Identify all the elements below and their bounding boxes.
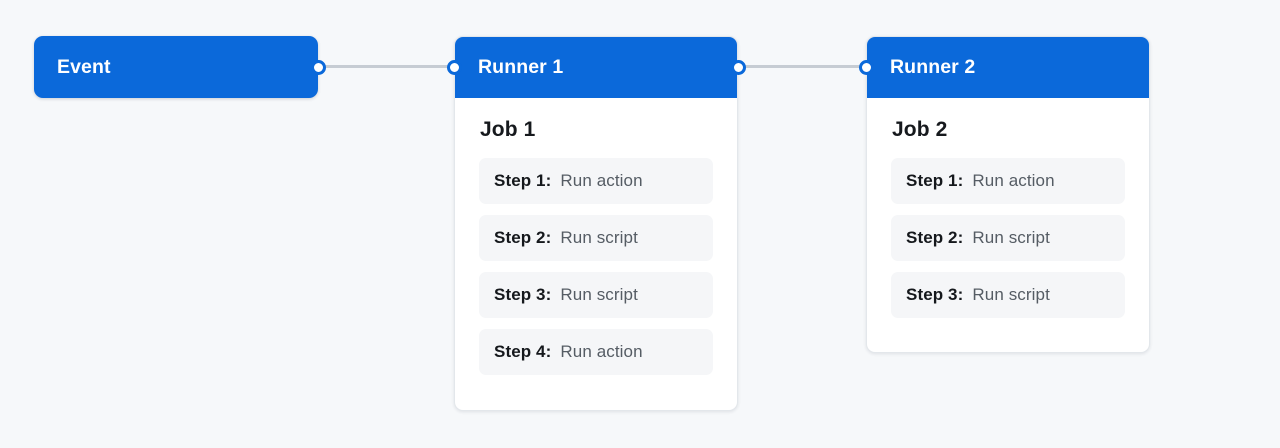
step-row[interactable]: Step 3: Run script [479, 272, 713, 318]
event-node[interactable]: Event [34, 36, 318, 98]
step-row[interactable]: Step 4: Run action [479, 329, 713, 375]
step-value: Run script [560, 228, 638, 247]
step-label: Step 3: [906, 285, 964, 304]
step-label: Step 2: [906, 228, 964, 247]
port-runner-1-input[interactable] [447, 60, 462, 75]
step-label: Step 2: [494, 228, 552, 247]
step-label: Step 4: [494, 342, 552, 361]
event-node-label: Event [57, 55, 111, 78]
step-row[interactable]: Step 1: Run action [479, 158, 713, 204]
connector-event-to-runner-1 [318, 65, 462, 68]
runner-1-body: Job 1 Step 1: Run action Step 2: Run scr… [455, 118, 737, 375]
runner-1-header: Runner 1 [455, 37, 737, 98]
runner-1-job-title: Job 1 [480, 118, 536, 141]
runner-card-1[interactable]: Runner 1 Job 1 Step 1: Run action Step 2… [454, 36, 738, 411]
step-label: Step 1: [906, 171, 964, 190]
port-event-output[interactable] [311, 60, 326, 75]
port-runner-1-output[interactable] [731, 60, 746, 75]
runner-card-2[interactable]: Runner 2 Job 2 Step 1: Run action Step 2… [866, 36, 1150, 353]
runner-1-step-list: Step 1: Run action Step 2: Run script St… [479, 158, 713, 375]
runner-2-title: Runner 2 [890, 56, 976, 78]
step-label: Step 3: [494, 285, 552, 304]
step-value: Run action [972, 171, 1055, 190]
runner-1-title: Runner 1 [478, 56, 564, 78]
runner-2-body: Job 2 Step 1: Run action Step 2: Run scr… [867, 118, 1149, 318]
step-value: Run action [560, 171, 643, 190]
runner-2-job-title: Job 2 [892, 118, 948, 141]
step-row[interactable]: Step 2: Run script [891, 215, 1125, 261]
connector-runner-1-to-runner-2 [730, 65, 874, 68]
step-row[interactable]: Step 1: Run action [891, 158, 1125, 204]
step-row[interactable]: Step 2: Run script [479, 215, 713, 261]
step-label: Step 1: [494, 171, 552, 190]
step-value: Run script [972, 228, 1050, 247]
port-runner-2-input[interactable] [859, 60, 874, 75]
step-row[interactable]: Step 3: Run script [891, 272, 1125, 318]
runner-2-step-list: Step 1: Run action Step 2: Run script St… [891, 158, 1125, 318]
step-value: Run script [972, 285, 1050, 304]
runner-2-header: Runner 2 [867, 37, 1149, 98]
step-value: Run action [560, 342, 643, 361]
step-value: Run script [560, 285, 638, 304]
